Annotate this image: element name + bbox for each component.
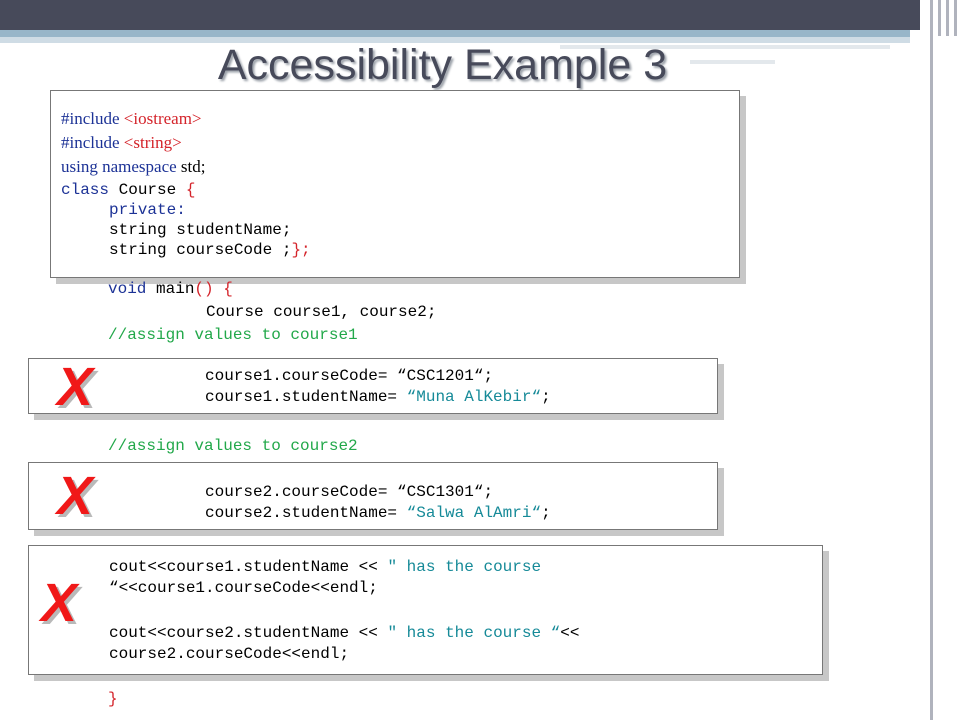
code-text: course2.studentName= bbox=[205, 504, 407, 522]
decor-line bbox=[938, 0, 941, 36]
brace: { bbox=[185, 181, 196, 199]
code-line: Course course1, course2; bbox=[206, 303, 437, 321]
code-text: course1.courseCode= bbox=[205, 367, 398, 385]
x-mark-icon: X bbox=[57, 357, 94, 417]
brace: }; bbox=[291, 241, 311, 259]
string-literal: “CSC1201“; bbox=[397, 367, 494, 385]
namespace-name: std; bbox=[180, 157, 206, 176]
code-line: string studentName; bbox=[109, 221, 292, 239]
accent-stripe bbox=[560, 45, 890, 49]
brace: () { bbox=[194, 280, 233, 298]
slide-title: Accessibility Example 3 bbox=[217, 41, 668, 89]
keyword: #include bbox=[61, 133, 124, 152]
code-text: course2.courseCode= bbox=[205, 483, 398, 501]
code-comment: //assign values to course1 bbox=[108, 326, 358, 344]
code-box-course1: X course1.courseCode= “CSC1201“; course1… bbox=[28, 358, 718, 414]
string-literal: “Muna AlKebir“ bbox=[406, 388, 542, 406]
decor-line bbox=[954, 0, 957, 36]
accent-stripe bbox=[690, 60, 775, 64]
code-line: #include <string> bbox=[61, 131, 182, 155]
class-name: Course bbox=[118, 181, 186, 199]
code-box-output: X cout<<course1.studentName << " has the… bbox=[28, 545, 823, 675]
keyword: void bbox=[108, 280, 157, 298]
keyword: using namespace bbox=[61, 157, 181, 176]
string-literal: “Salwa AlAmri“ bbox=[406, 504, 542, 522]
x-mark-icon: X bbox=[57, 466, 94, 526]
code-line: “<<course1.courseCode<<endl; bbox=[109, 579, 378, 597]
closing-brace: } bbox=[108, 690, 118, 708]
code-line: class Course { bbox=[61, 181, 195, 200]
code-line: course2.courseCode<<endl; bbox=[109, 645, 350, 663]
code-box-class: #include <iostream> #include <string> us… bbox=[50, 90, 740, 278]
header-bar bbox=[0, 0, 960, 30]
x-mark-icon: X bbox=[41, 573, 78, 633]
code-line: using namespace std; bbox=[61, 155, 205, 179]
string-literal: " has the course bbox=[387, 558, 542, 576]
code-box-course2: X course2.courseCode= “CSC1301“; course2… bbox=[28, 462, 718, 530]
code-text: ; bbox=[541, 388, 551, 406]
header-name: <iostream> bbox=[123, 109, 202, 128]
code-text: cout<<course1.studentName << bbox=[109, 558, 388, 576]
function-name: main bbox=[156, 280, 195, 298]
code-line: cout<<course1.studentName << " has the c… bbox=[109, 558, 541, 577]
code-text: << bbox=[560, 624, 580, 642]
code-line: cout<<course2.studentName << " has the c… bbox=[109, 624, 579, 643]
accent-stripe bbox=[0, 30, 910, 37]
string-literal: " has the course “ bbox=[387, 624, 561, 642]
code-line: course1.courseCode= “CSC1201“; bbox=[205, 367, 493, 386]
code-text: string courseCode ; bbox=[109, 241, 292, 259]
code-text: cout<<course2.studentName << bbox=[109, 624, 388, 642]
keyword: class bbox=[61, 181, 119, 199]
header-name: <string> bbox=[123, 133, 182, 152]
code-text: ; bbox=[541, 504, 551, 522]
decor-line bbox=[946, 0, 949, 36]
code-line: string courseCode ;}; bbox=[109, 241, 311, 260]
code-line: void main() { bbox=[108, 280, 233, 299]
code-text: course1.studentName= bbox=[205, 388, 407, 406]
code-line: #include <iostream> bbox=[61, 107, 202, 131]
right-gutter bbox=[920, 0, 960, 720]
accent-stripe bbox=[0, 37, 910, 43]
decor-line bbox=[930, 0, 933, 720]
string-literal: “CSC1301“; bbox=[397, 483, 494, 501]
keyword: #include bbox=[61, 109, 124, 128]
code-line: course2.courseCode= “CSC1301“; bbox=[205, 483, 493, 502]
code-line: private: bbox=[109, 201, 186, 219]
code-comment: //assign values to course2 bbox=[108, 437, 358, 455]
code-line: course2.studentName= “Salwa AlAmri“; bbox=[205, 504, 551, 523]
code-line: course1.studentName= “Muna AlKebir“; bbox=[205, 388, 551, 407]
